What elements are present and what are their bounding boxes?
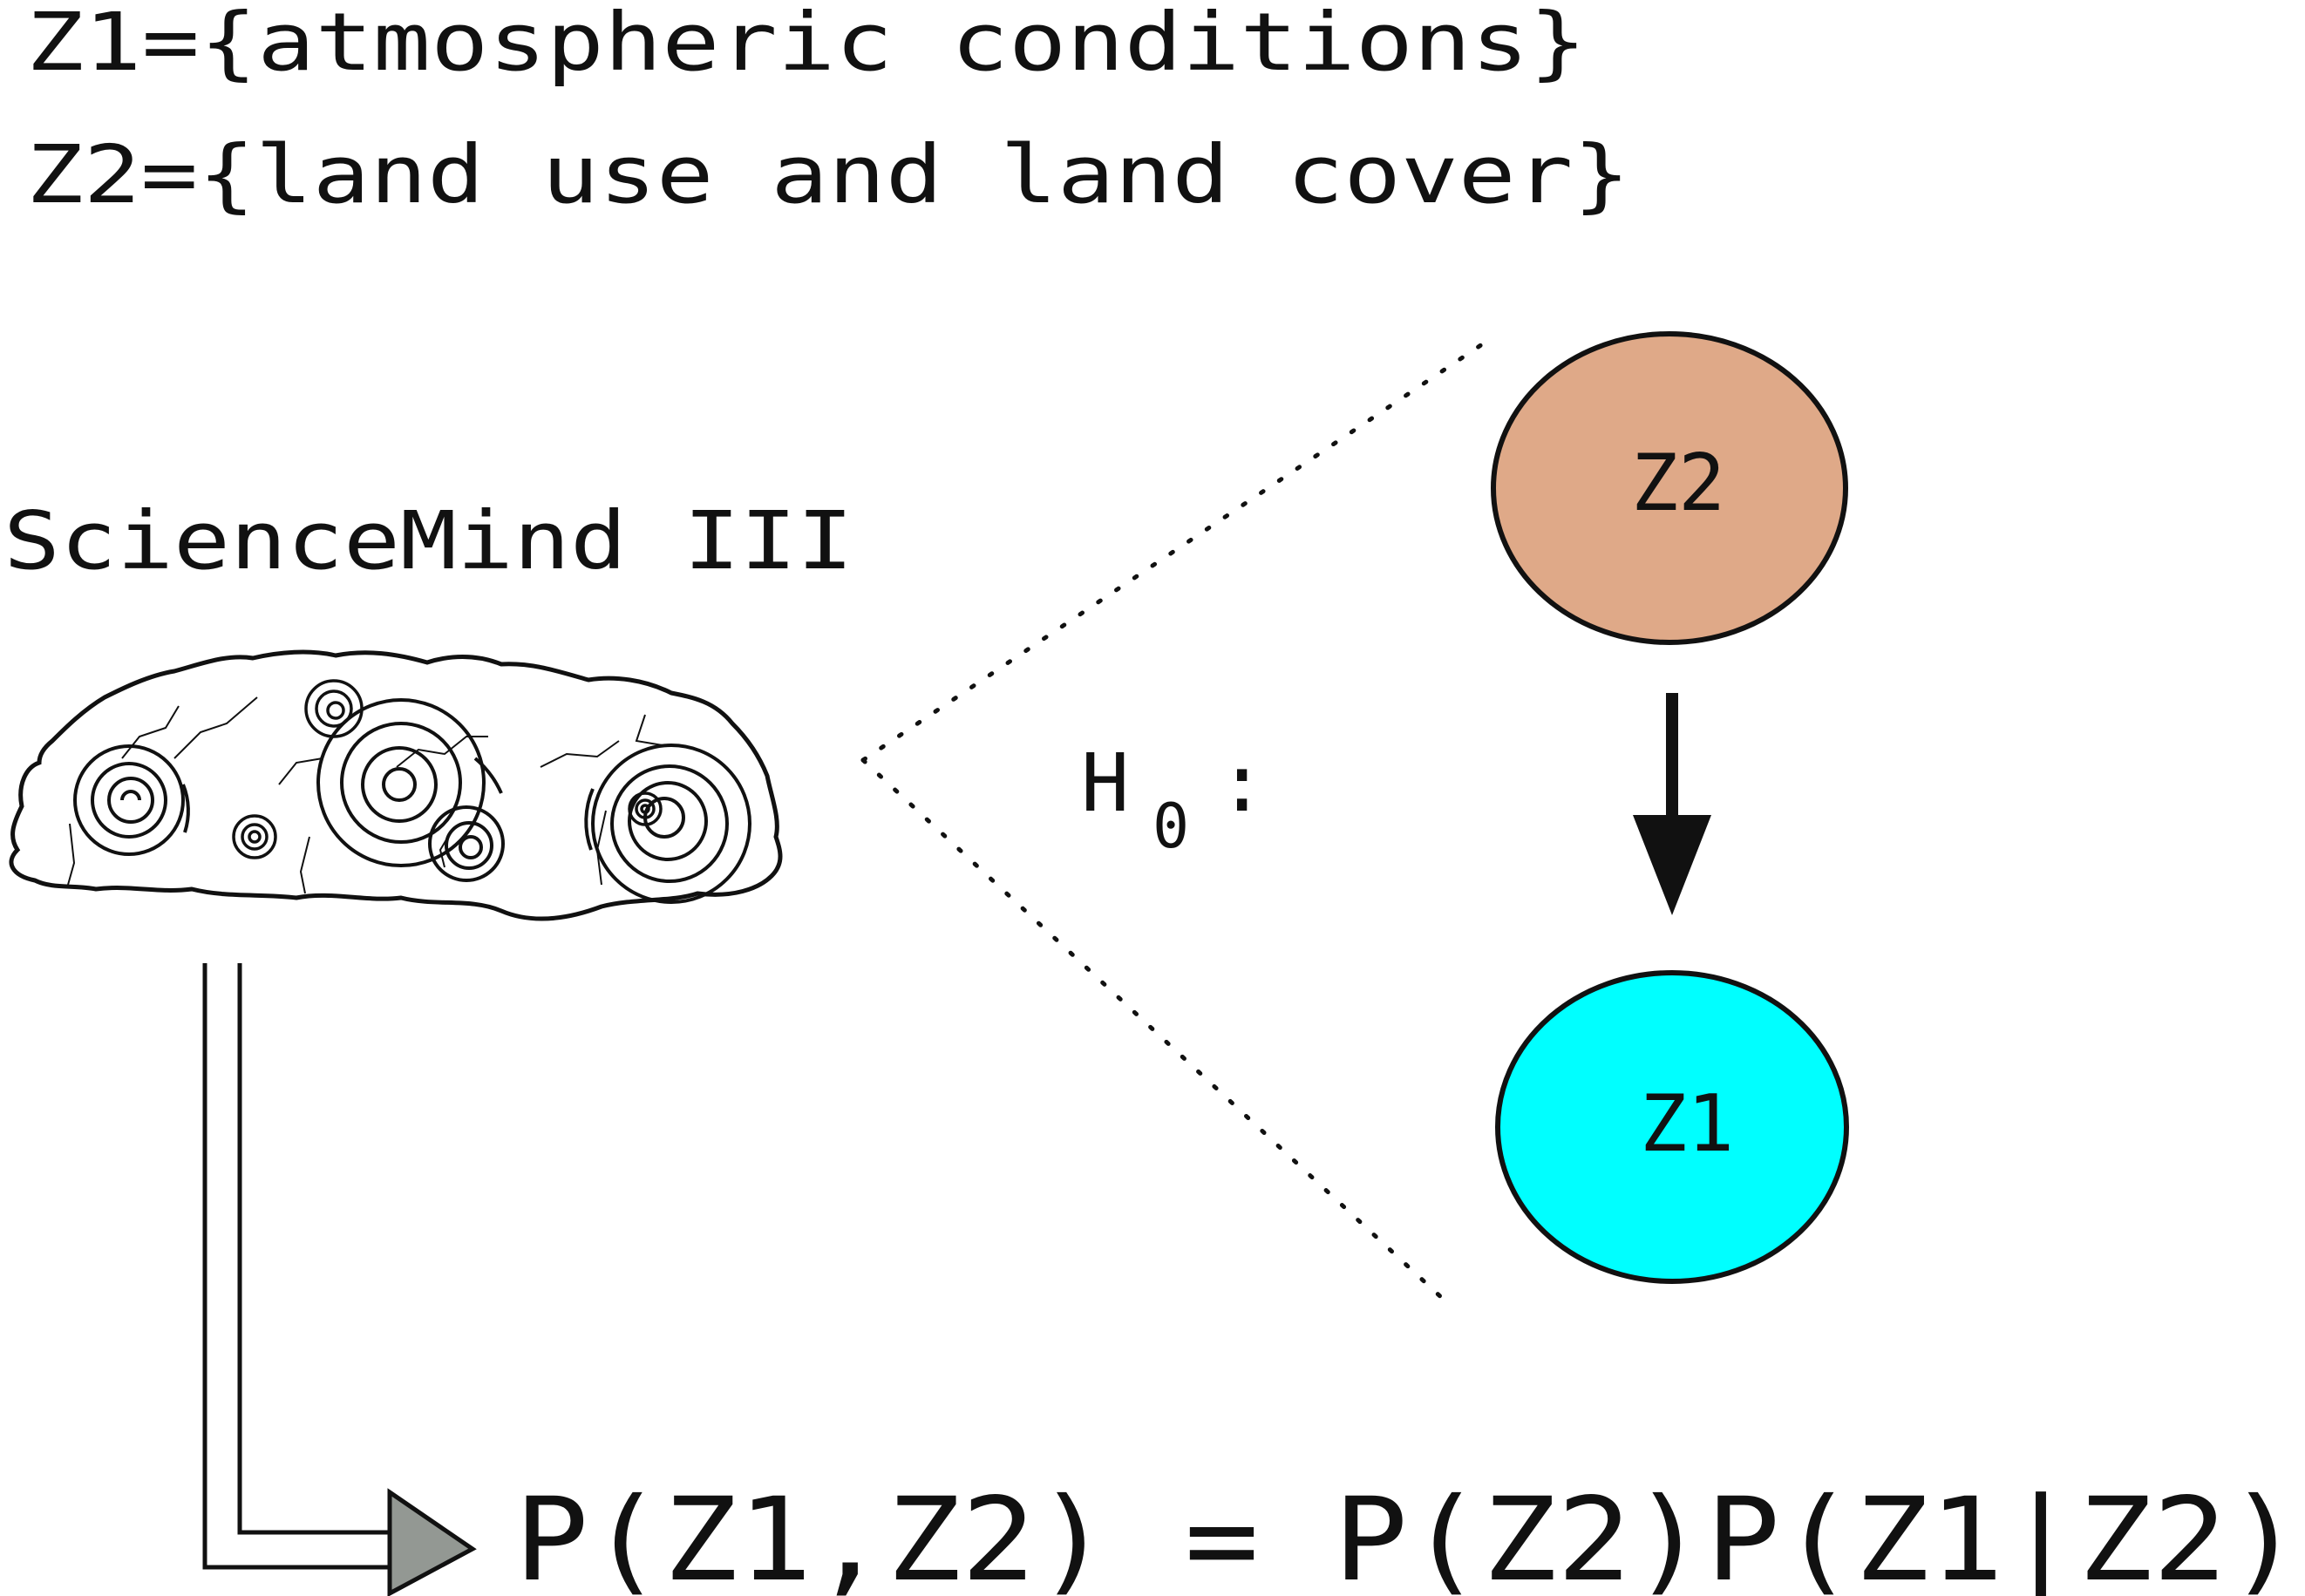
arrowhead-icon (1633, 815, 1711, 915)
joint-probability-equation: P(Z1,Z2) = P(Z2)P(Z1|Z2) (514, 1473, 2302, 1596)
node-z1-label: Z1 (1640, 1078, 1734, 1170)
definition-z1: Z1={atmospheric conditions} (26, 0, 1587, 89)
hypothesis-label-main: H (1081, 737, 1129, 830)
pointer-arrow-icon (387, 1488, 477, 1596)
causal-arrow (1633, 693, 1711, 915)
stone-spiral-icon (9, 649, 783, 921)
node-z1: Z1 (1495, 970, 1849, 1284)
system-label: ScienceMind III (3, 494, 853, 587)
stone-outline (9, 649, 783, 921)
node-z2-label: Z2 (1631, 438, 1725, 529)
projection-lines (860, 333, 1498, 1301)
hypothesis-label-subscript: 0 (1152, 791, 1189, 862)
node-z2: Z2 (1491, 331, 1848, 645)
definition-z2: Z2={land use and land cover} (26, 128, 1630, 221)
double-line-connector (202, 963, 392, 1570)
hypothesis-label-colon: : (1218, 737, 1266, 830)
